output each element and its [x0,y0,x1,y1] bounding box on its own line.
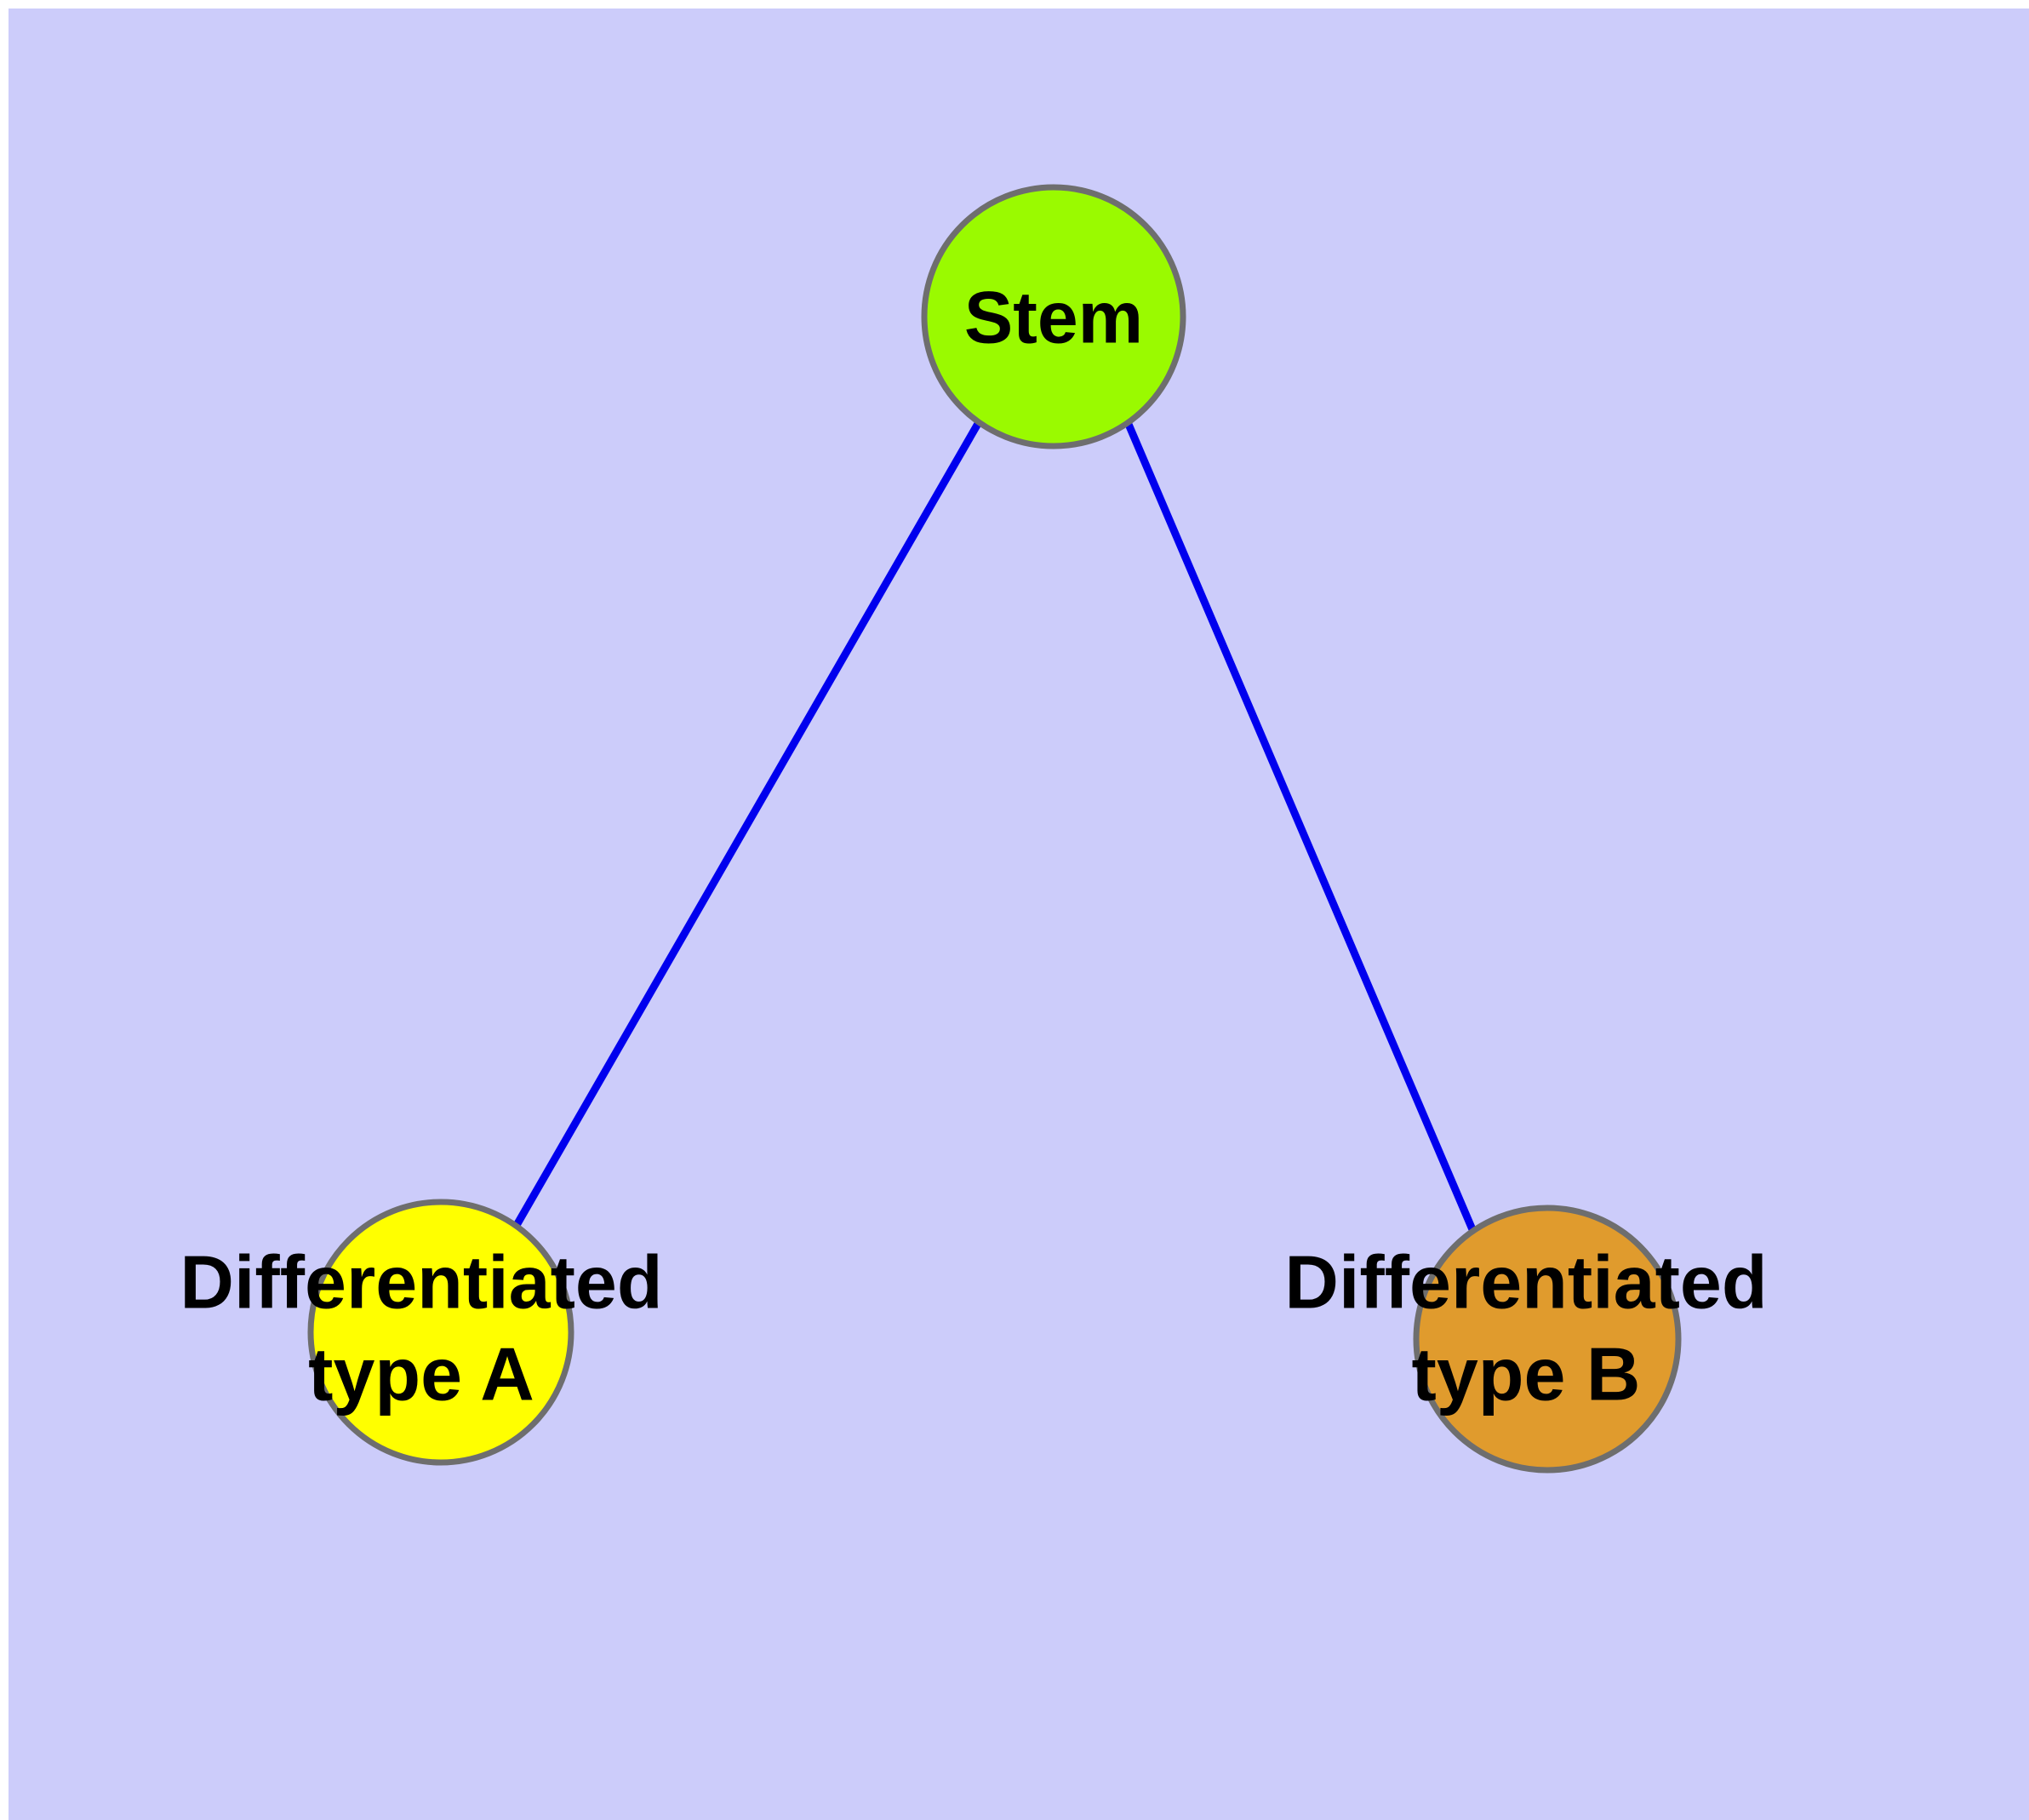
node-label-differentiated-type-a-line1: Differentiated [180,1239,662,1324]
edge-stem-to-differentiated-type-a[interactable] [512,420,982,1229]
node-stem[interactable] [921,184,1186,449]
node-label-stem: Stem [964,278,1143,359]
node-layer [307,184,1682,1474]
node-differentiated-type-a[interactable] [307,1199,574,1466]
node-label-differentiated-type-b-line1: Differentiated [1284,1239,1767,1324]
label-layer: Stem Differentiated type A Differentiate… [180,278,1767,1417]
edge-stem-to-differentiated-type-b[interactable] [1123,421,1478,1235]
edge-layer [512,420,1478,1235]
node-label-differentiated-type-a-line2: type A [308,1331,534,1416]
node-differentiated-type-b[interactable] [1413,1205,1682,1474]
node-label-differentiated-type-b-line2: type B [1412,1331,1641,1416]
